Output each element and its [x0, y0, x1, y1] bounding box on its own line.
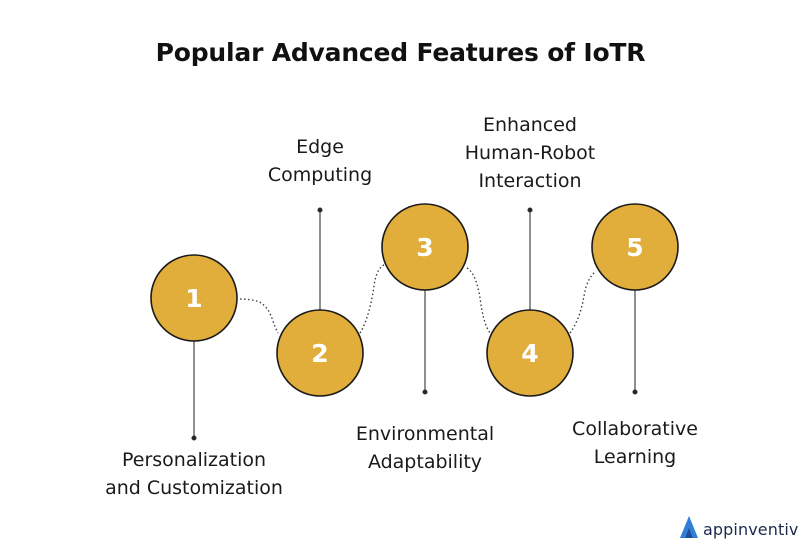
dotted-connectors — [235, 263, 597, 334]
step-3-circle: 3 — [381, 203, 469, 291]
step-circles: 1 2 3 4 5 — [150, 203, 679, 397]
pointer-dot-4 — [527, 207, 533, 213]
step-4-number: 4 — [521, 339, 538, 368]
step-4-label: Enhanced Human-Robot Interaction — [464, 114, 596, 192]
step-5-number: 5 — [626, 233, 643, 262]
step-2-number: 2 — [311, 339, 328, 368]
step-5-circle: 5 — [591, 203, 679, 291]
connector-1-2 — [235, 298, 279, 334]
step-1-circle: 1 — [150, 254, 238, 342]
connector-4-5 — [569, 270, 597, 334]
pointer-dot-1 — [191, 435, 197, 441]
pointer-dot-3 — [422, 389, 428, 395]
pointer-dot-5 — [632, 389, 638, 395]
connector-3-4 — [466, 267, 491, 334]
step-2-circle: 2 — [276, 309, 364, 397]
step-4-circle: 4 — [486, 309, 574, 397]
connector-2-3 — [359, 263, 387, 334]
step-3-number: 3 — [416, 233, 433, 262]
step-3-label: Environmental Adaptability — [355, 423, 495, 473]
step-1-number: 1 — [185, 284, 202, 313]
brand-logo: appinventiv — [679, 515, 799, 544]
page-title: Popular Advanced Features of IoTR — [155, 38, 646, 67]
appinventiv-a-logo-icon — [679, 515, 699, 544]
pointer-dot-2 — [317, 207, 323, 213]
step-5-label: Collaborative Learning — [572, 418, 698, 468]
step-1-label: Personalization and Customization — [105, 449, 283, 499]
brand-name: appinventiv — [703, 519, 799, 539]
step-2-label: Edge Computing — [267, 136, 373, 186]
